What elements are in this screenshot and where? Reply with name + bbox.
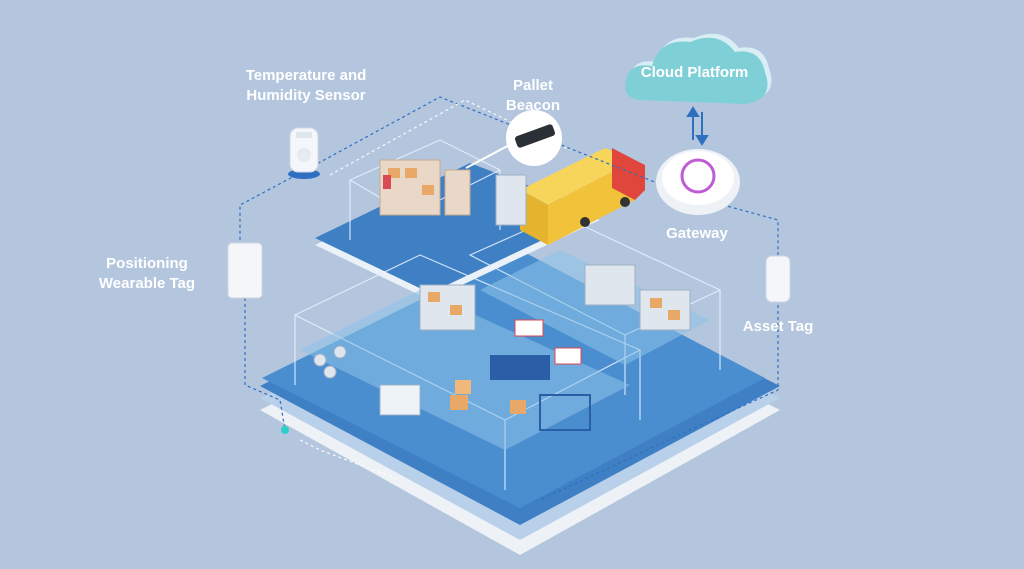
pallet-beacon-label: Pallet Beacon: [505, 77, 561, 114]
temperature-sensor-device: [288, 127, 320, 179]
gateway-device: [656, 149, 740, 215]
cloud-icon: [625, 33, 772, 104]
asset-tag-device: [765, 255, 791, 303]
white-connection-lines: [299, 99, 571, 481]
beacon-dot: [281, 426, 289, 434]
cloud-platform-label: Cloud Platform: [640, 64, 749, 81]
gateway-label: Gateway: [666, 225, 728, 242]
truck: [495, 148, 645, 245]
connection-lines: [239, 96, 779, 501]
temperature-sensor-label: Temperature and Humidity Sensor: [245, 67, 367, 104]
positioning-tag-device: [227, 242, 263, 299]
positioning-tag-label: Positioning Wearable Tag: [98, 255, 196, 292]
asset-tag-label: Asset Tag: [742, 318, 814, 335]
pallet-beacon-device: [506, 110, 562, 166]
room-floors: [300, 250, 710, 450]
sync-arrows-icon: [686, 106, 709, 146]
shelves: [313, 159, 691, 431]
